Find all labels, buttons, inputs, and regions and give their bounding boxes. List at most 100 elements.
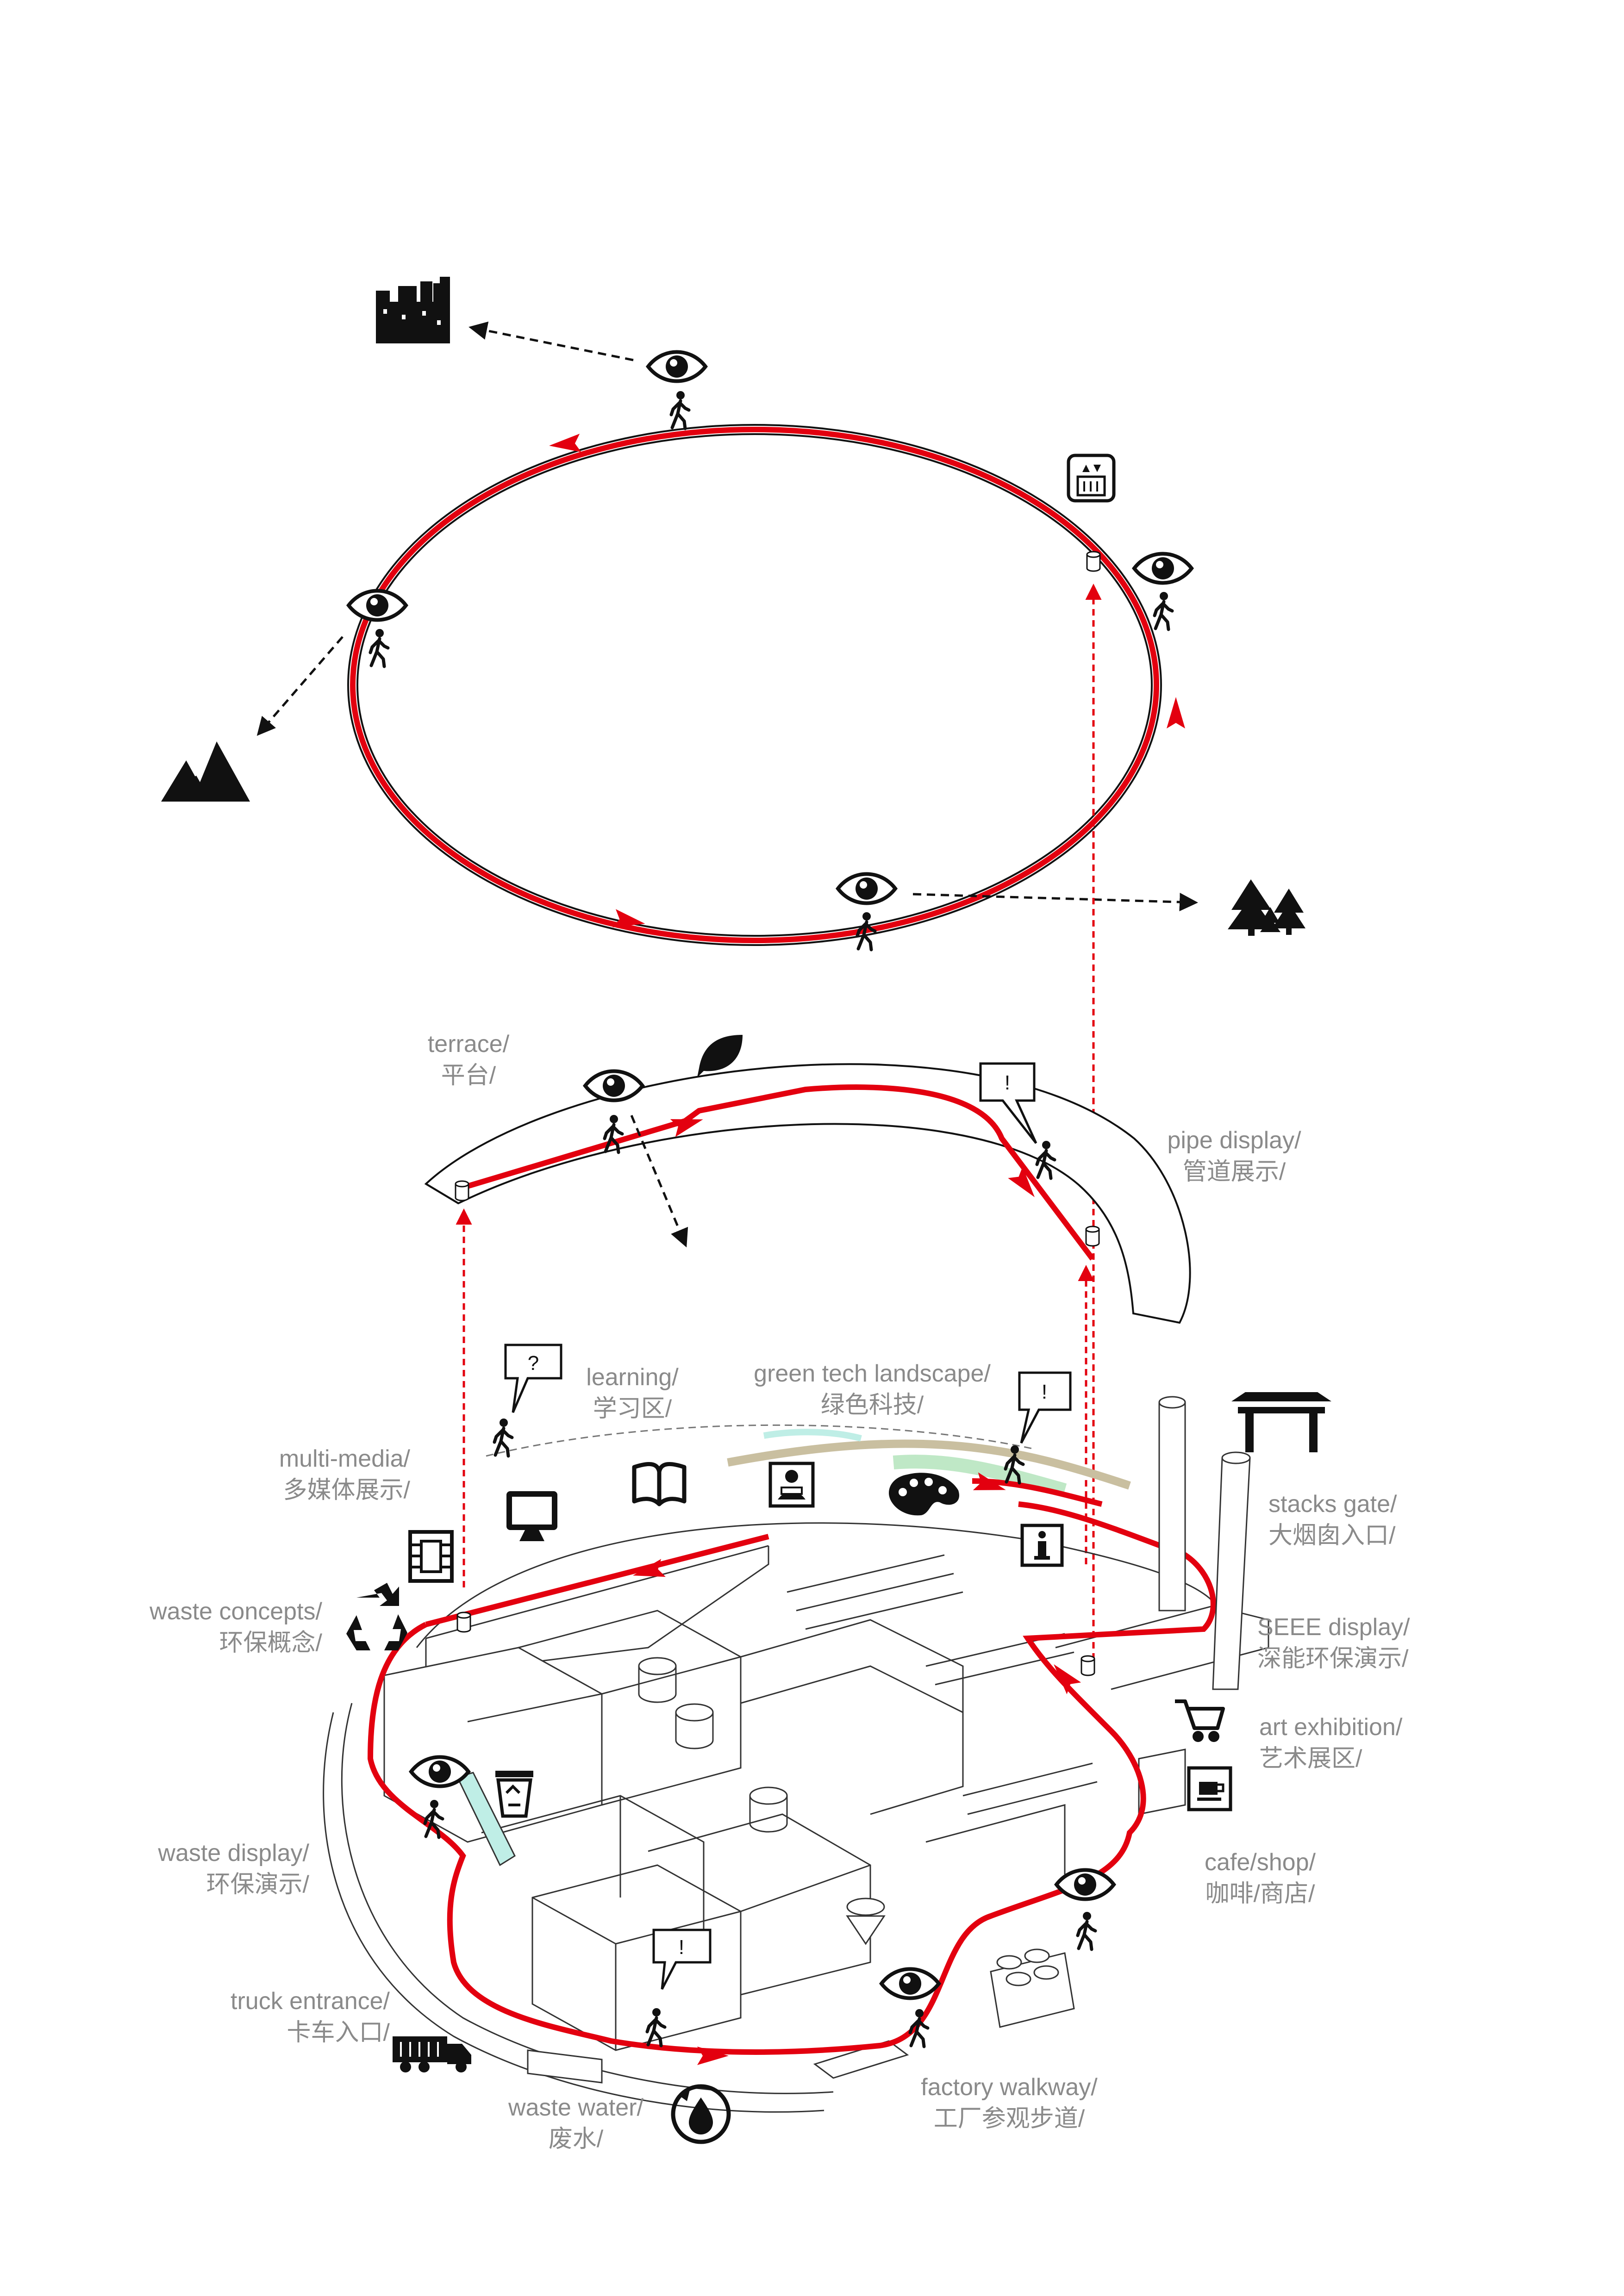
label-en: waste display/: [158, 1840, 309, 1867]
label-en: cafe/shop/: [1205, 1849, 1316, 1876]
mountain-icon: [161, 741, 250, 802]
eye-icon: [585, 1071, 643, 1101]
label-zh: 咖啡/商店/: [1205, 1880, 1315, 1907]
viewpoint-top: [648, 352, 706, 429]
route-arrow: [1046, 1658, 1081, 1694]
factory-cylinder-left: [456, 1612, 471, 1633]
factory-base: [323, 1522, 1269, 2113]
green-tech-band-green: [893, 1455, 1067, 1497]
walking-person-icon: [857, 912, 875, 950]
label-en: multi-media/: [279, 1445, 410, 1472]
label-en: truck entrance/: [231, 1988, 390, 2015]
view-arrow-down: [630, 1115, 688, 1248]
green-tech-band-cyan: [763, 1429, 862, 1442]
info-icon: [1020, 1524, 1064, 1567]
label-zh: 管道展示/: [1182, 1158, 1286, 1185]
view-arrow-forest: [912, 893, 1198, 912]
label-zh: 艺术展区/: [1259, 1745, 1362, 1772]
forest-icon: [1228, 879, 1305, 936]
label-zh: 学习区/: [593, 1395, 672, 1422]
label-en: SEEE display/: [1257, 1614, 1410, 1641]
label-zh: 深能环保演示/: [1257, 1645, 1409, 1672]
bubble-text: !: [1042, 1381, 1047, 1403]
speech-bubble-learning: ?: [504, 1344, 562, 1413]
label-terrace: terrace/ 平台/: [428, 1028, 509, 1091]
city-skyline-icon: [376, 277, 450, 343]
book-icon: [632, 1462, 687, 1506]
bubble-text: !: [679, 1936, 684, 1959]
eye-icon: [881, 1969, 939, 1998]
eye-icon: [1134, 554, 1192, 583]
label-en: waste concepts/: [150, 1598, 322, 1625]
walking-person-icon: [1155, 592, 1172, 629]
route-factory: [367, 1501, 1216, 2055]
label-zh: 工厂参观步道/: [933, 2105, 1085, 2132]
label-seee-display: SEEE display/ 深能环保演示/: [1257, 1612, 1410, 1674]
view-arrow-city: [468, 321, 634, 361]
route-arrow: [1167, 697, 1185, 728]
elevator-cylinder: [1086, 551, 1101, 572]
walking-person-icon: [370, 629, 388, 666]
label-multi-media: multi-media/ 多媒体展示/: [279, 1443, 410, 1506]
route-terrace: [462, 1084, 1095, 1261]
top-ring: [347, 424, 1185, 946]
label-art-exhibition: art exhibition/ 艺术展区/: [1259, 1711, 1402, 1774]
speech-bubble-pipe: !: [979, 1062, 1037, 1144]
label-zh: 绿色科技/: [820, 1392, 924, 1419]
leaf-icon: [697, 1035, 743, 1077]
bubble-text: ?: [528, 1352, 539, 1375]
recycle-icon: [346, 1583, 407, 1650]
elevator-icon: [1067, 454, 1116, 503]
label-en: waste water/: [508, 2094, 643, 2121]
label-zh: 环保演示/: [206, 1871, 309, 1898]
gate-icon: [1231, 1392, 1331, 1452]
label-zh: 平台/: [441, 1062, 496, 1089]
film-icon: [408, 1530, 454, 1583]
speech-bubble-green-tech: !: [1018, 1371, 1072, 1444]
terrace-cylinder-left: [455, 1180, 469, 1201]
label-waste-display: waste display/ 环保演示/: [158, 1837, 309, 1900]
water-drop-icon: [671, 2084, 731, 2144]
label-zh: 大烟囱入口/: [1268, 1522, 1396, 1549]
shopping-cart-icon: [1175, 1699, 1225, 1742]
label-factory-walkway: factory walkway/ 工厂参观步道/: [921, 2072, 1097, 2134]
reading-icon: [768, 1462, 815, 1508]
view-arrow-mountain: [256, 636, 344, 736]
label-zh: 多媒体展示/: [283, 1477, 410, 1504]
label-en: pipe display/: [1167, 1127, 1301, 1154]
green-tech-band-tan: [727, 1439, 1131, 1490]
bubble-text: !: [1005, 1071, 1010, 1094]
coffee-icon: [1187, 1766, 1232, 1811]
label-green-tech: green tech landscape/ 绿色科技/: [754, 1358, 991, 1421]
label-truck-entrance: truck entrance/ 卡车入口/: [231, 1985, 390, 2048]
label-zh: 废水/: [548, 2126, 604, 2153]
eye-icon: [838, 874, 895, 903]
label-pipe-display: pipe display/ 管道展示/: [1167, 1125, 1301, 1188]
label-en: art exhibition/: [1259, 1714, 1403, 1741]
factory-cylinder-right: [1081, 1655, 1095, 1676]
label-learning: learning/ 学习区/: [586, 1362, 678, 1425]
recycle-bin-icon: [495, 1771, 533, 1818]
terrace-platform: [424, 1063, 1191, 1324]
label-waste-concepts: waste concepts/ 环保概念/: [150, 1596, 322, 1659]
eye-icon: [411, 1757, 468, 1786]
label-en: green tech landscape/: [754, 1360, 991, 1387]
route-factory-top: [425, 1534, 769, 1627]
stacks: [1158, 1396, 1251, 1690]
label-en: terrace/: [427, 1031, 510, 1058]
eye-icon: [648, 352, 706, 381]
label-zh: 卡车入口/: [287, 2019, 390, 2046]
monitor-icon: [506, 1491, 557, 1541]
label-stacks-gate: stacks gate/ 大烟囱入口/: [1268, 1488, 1397, 1551]
walking-person-icon: [494, 1419, 512, 1456]
label-zh: 环保概念/: [219, 1630, 322, 1656]
eye-icon: [349, 591, 406, 620]
label-cafe-shop: cafe/shop/ 咖啡/商店/: [1205, 1847, 1316, 1910]
label-en: learning/: [586, 1364, 679, 1391]
label-en: factory walkway/: [921, 2074, 1098, 2101]
walking-person-icon: [671, 391, 689, 429]
label-waste-water: waste water/ 废水/: [508, 2092, 643, 2155]
terrace-cylinder-right: [1085, 1226, 1100, 1247]
walking-person-icon: [1078, 1912, 1095, 1949]
